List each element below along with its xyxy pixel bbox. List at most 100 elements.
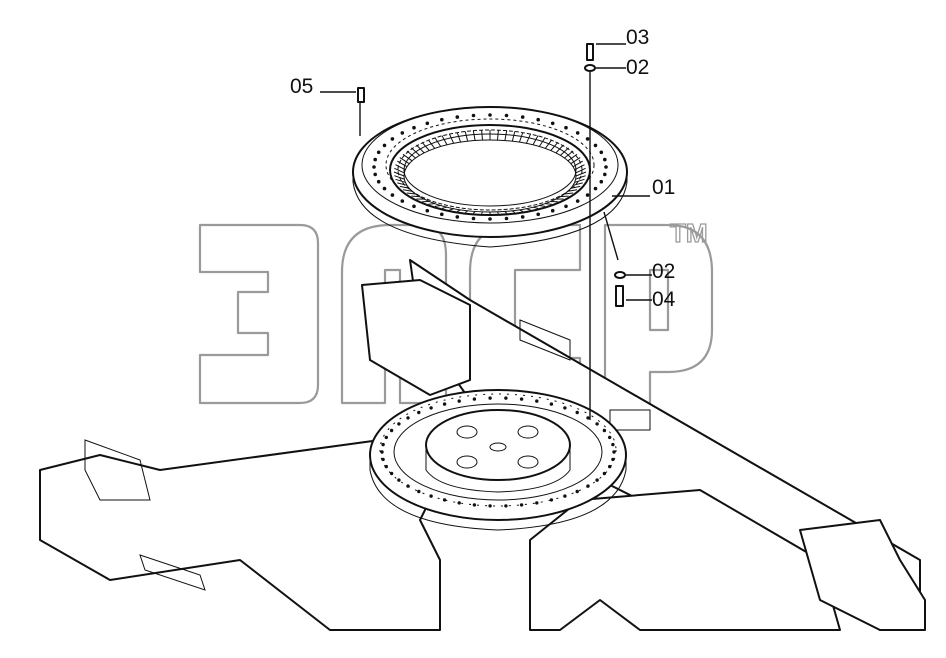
- bolt-hole: [602, 428, 607, 433]
- bolt-hole: [585, 137, 590, 141]
- bolt-hole: [440, 117, 444, 122]
- bolt-hole: [425, 208, 430, 213]
- bolt-hole: [575, 489, 579, 494]
- bolt-hole: [608, 464, 612, 469]
- bolt-hole: [488, 504, 492, 508]
- pin-05: [357, 87, 365, 103]
- bolt-hole: [397, 422, 401, 426]
- bolt-hole: [397, 478, 401, 482]
- bolt-hole: [611, 457, 615, 462]
- bolt-hole: [549, 498, 554, 502]
- bolt-hole: [381, 457, 385, 462]
- bolt-hole: [564, 204, 568, 209]
- bolt-hole: [472, 503, 477, 507]
- bolt-hole: [381, 442, 385, 447]
- washer-02-top: [584, 64, 596, 72]
- callout-02-top: 02: [626, 56, 649, 79]
- leader-lines: [320, 43, 652, 420]
- bolt-hole: [372, 165, 376, 169]
- bolt-hole: [382, 143, 387, 148]
- callout-03: 03: [626, 26, 649, 49]
- bolt-hole: [602, 471, 607, 476]
- bolt-hole: [586, 484, 590, 488]
- trademark-text: TM: [670, 218, 708, 248]
- bolt-hole: [603, 172, 607, 177]
- bolt-hole: [457, 399, 461, 403]
- bolt-hole: [471, 216, 476, 221]
- bolt-hole: [575, 410, 579, 415]
- bolt-hole: [442, 498, 447, 502]
- bolt-hole: [390, 193, 395, 197]
- bolt-hole: [519, 397, 524, 401]
- callout-01: 01: [652, 176, 675, 199]
- bolt-hole: [608, 435, 612, 440]
- bolt-hole: [412, 204, 416, 209]
- bolt-hole: [406, 484, 410, 488]
- bolt-03: [586, 43, 594, 61]
- bolt-hole: [564, 125, 568, 130]
- bolt-hole: [504, 396, 508, 400]
- undercarriage-frame: [39, 259, 926, 631]
- bolt-hole: [384, 464, 388, 469]
- bolt-hole: [376, 179, 381, 184]
- mounting-ring: [369, 389, 627, 531]
- bolt-hole: [519, 503, 524, 507]
- bolt-hole: [593, 143, 598, 148]
- bolt-hole: [417, 410, 421, 415]
- bolt-hole: [488, 113, 492, 117]
- bolt-hole: [380, 450, 384, 454]
- bolt-hole: [599, 150, 604, 155]
- bolt-hole: [520, 215, 525, 219]
- bolt-hole: [440, 212, 444, 217]
- bolt-hole: [429, 406, 433, 410]
- callout-04: 04: [652, 288, 676, 311]
- bolt-hole: [389, 428, 394, 433]
- bolt-hole: [417, 489, 421, 494]
- gear-teeth: [393, 130, 587, 215]
- bolt-hole: [535, 399, 539, 403]
- washer-02-bottom: [614, 271, 626, 279]
- nut-04: [615, 285, 624, 307]
- bolt-hole: [550, 208, 555, 213]
- bolt-hole: [504, 113, 509, 118]
- bolt-hole: [611, 442, 615, 447]
- bolt-hole: [376, 150, 381, 155]
- bolt-hole: [400, 199, 405, 203]
- callout-02-bottom: 02: [652, 260, 675, 283]
- bolt-hole: [612, 450, 616, 454]
- bolt-hole: [604, 165, 608, 169]
- bolt-hole: [599, 179, 604, 184]
- bolt-hole: [455, 215, 460, 219]
- bolt-hole: [595, 478, 599, 482]
- callout-05: 05: [290, 75, 313, 98]
- bolt-hole: [563, 494, 567, 498]
- bolt-hole: [549, 402, 554, 406]
- bolt-hole: [425, 121, 430, 126]
- bolt-hole: [504, 216, 509, 221]
- bolt-hole: [520, 115, 525, 119]
- bolt-hole: [504, 504, 508, 508]
- bolt-hole: [471, 113, 476, 118]
- bolt-hole: [488, 396, 492, 400]
- bolt-hole: [535, 501, 539, 505]
- bolt-hole: [603, 157, 607, 162]
- bolt-hole: [455, 115, 460, 119]
- bolt-hole: [406, 416, 410, 420]
- bolt-hole: [550, 121, 555, 126]
- bolt-hole: [373, 172, 378, 177]
- bolt-hole: [429, 494, 433, 498]
- bolt-hole: [593, 186, 598, 191]
- bolt-hole: [585, 193, 590, 197]
- bolt-hole: [373, 157, 378, 162]
- bolt-hole: [390, 137, 395, 141]
- bolt-hole: [457, 501, 461, 505]
- bolt-hole: [400, 131, 405, 135]
- bolt-hole: [586, 416, 590, 420]
- bolt-hole: [382, 186, 387, 191]
- bolt-hole: [472, 397, 477, 401]
- bolt-hole: [412, 125, 416, 130]
- bolt-hole: [536, 117, 540, 122]
- slewing-ring: [352, 106, 628, 248]
- bolt-hole: [384, 435, 388, 440]
